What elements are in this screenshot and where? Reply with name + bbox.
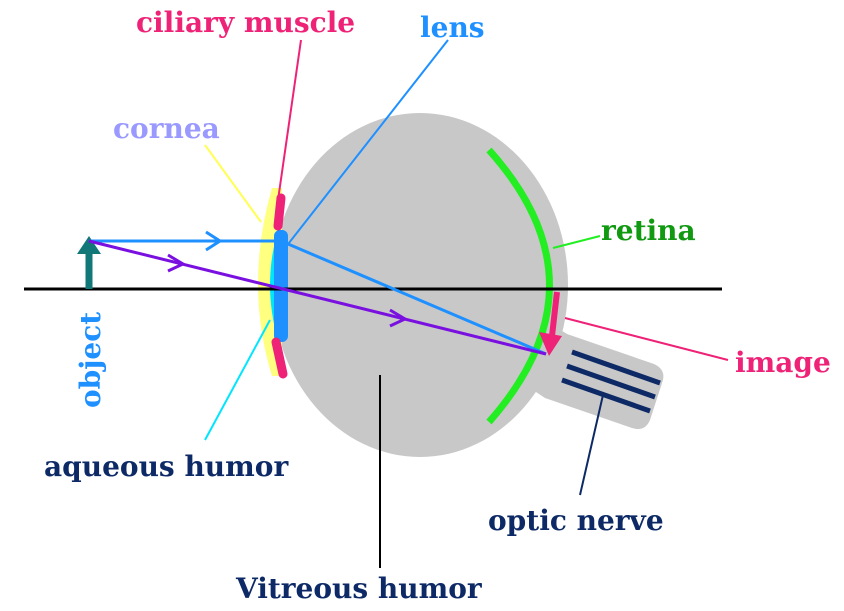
label-cornea: cornea [113,112,220,145]
label-retina: retina [601,214,696,247]
label-object: object [74,312,107,408]
ciliary-muscle-top [278,198,281,226]
leader-ciliary [278,40,301,200]
label-optic-nerve: optic nerve [488,504,664,537]
label-image: image [735,346,831,379]
label-lens: lens [420,11,485,44]
label-vitreous-humor: Vitreous humor [235,572,483,605]
label-ciliary-muscle: ciliary muscle [136,6,355,39]
label-aqueous-humor: aqueous humor [44,450,289,483]
leader-cornea [205,145,261,222]
eyeball [272,113,568,457]
leader-aqueous [205,320,270,440]
